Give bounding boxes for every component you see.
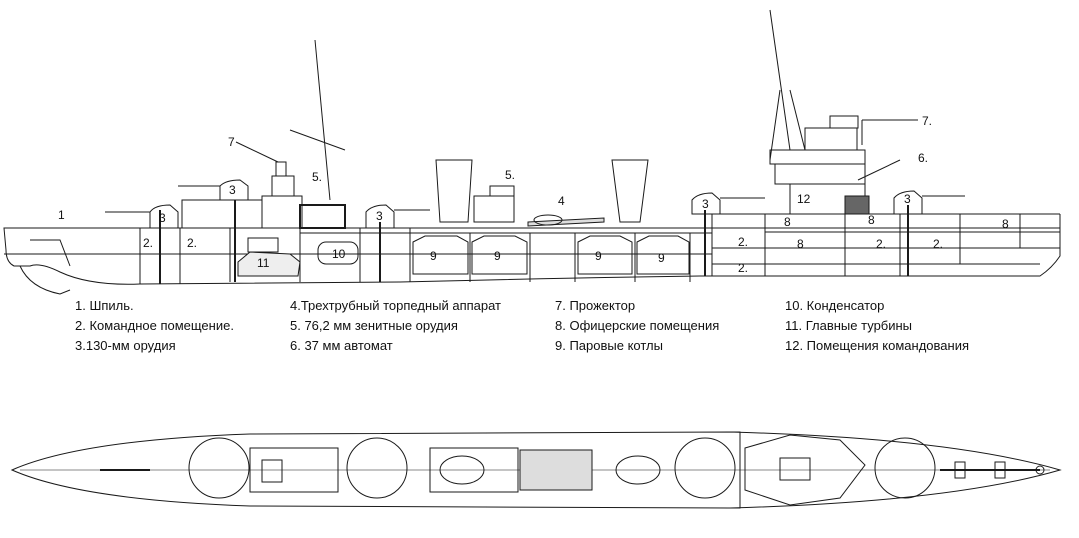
callout-spire: 1 [58,208,65,222]
torpedo-mount [527,217,605,227]
boiler-3 [577,235,633,275]
legend-item: 5. 76,2 мм зенитные орудия [290,318,458,333]
gun-turret-4 [691,192,765,215]
callout-command-post: 12 [797,192,811,206]
callout-turbine: 11 [257,256,270,270]
legend-item: 9. Паровые котлы [555,338,663,353]
callout-searchlight: 7 [228,135,235,149]
condenser [317,241,359,265]
hull-outline [3,227,1061,285]
legend-item: 6. 37 мм автомат [290,338,393,353]
callout-command-room: 2. [143,236,153,250]
callout-aa-auto: 6. [918,151,928,165]
legend-item: 10. Конденсатор [785,298,885,313]
legend-item: 7. Прожектор [555,298,636,313]
callout-torpedo: 4 [558,194,565,208]
callout-command-room-b: 2. [187,236,197,250]
callout-aa-gun-1: 5. [312,170,322,184]
funnel-2 [611,159,649,223]
gun-turret-3 [365,204,430,229]
callout-boiler-1: 9 [430,249,437,263]
callout-gun-2: 3 [229,183,236,197]
callout-command-room-e: 2. [933,237,943,251]
callout-command-room-d: 2. [876,237,886,251]
callout-officers-3: 8 [1002,217,1009,231]
callout-gun-5: 3 [904,192,911,206]
boiler-1 [412,235,469,275]
legend-item: 11. Главные турбины [785,318,913,333]
legend-item: 12. Помещения командования [785,338,969,353]
gun-turret-2 [178,179,249,201]
aft-bridge [769,149,866,165]
callout-officers-2: 8 [868,213,875,227]
callout-command-room-f: 2. [738,261,748,275]
callout-command-room-c: 2. [738,235,748,249]
callout-gun-3: 3 [376,209,383,223]
legend-item: 2. Командное помещение. [75,318,234,333]
legend-item: 1. Шпиль. [75,298,134,313]
plan-view [10,431,1062,509]
legend-item: 4.Трехтрубный торпедный аппарат [290,298,502,313]
callout-gun-1: 3 [159,211,166,225]
callout-boiler-3: 9 [595,249,602,263]
callout-boiler-4: 9 [658,251,665,265]
gun-turret-5 [893,190,965,215]
legend-item: 3.130-мм орудия [75,338,176,353]
callout-aa-gun-2: 5. [505,168,515,182]
funnel-1 [435,159,473,223]
callout-boiler-2: 9 [494,249,501,263]
callout-officers-1: 8 [784,215,791,229]
side-profile [3,9,1061,295]
callout-searchlight-aft: 7. [922,114,932,128]
callout-condenser: 10 [332,247,346,261]
boiler-4 [636,235,690,275]
boiler-2 [471,235,528,275]
gun-turret-1 [105,204,179,229]
callout-gun-4: 3 [702,197,709,211]
callout-officers-4: 8 [797,237,804,251]
legend-item: 8. Офицерские помещения [555,318,720,333]
